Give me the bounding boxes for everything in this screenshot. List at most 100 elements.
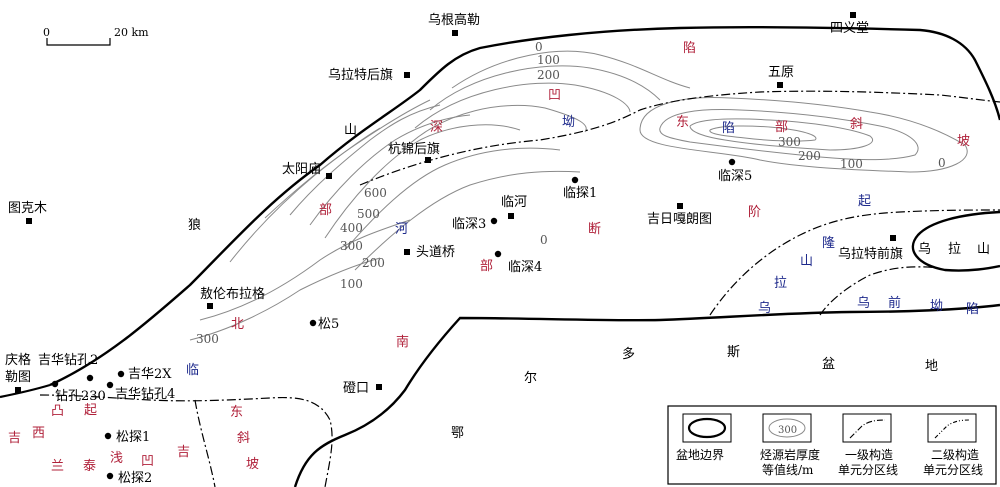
- well-zk230: 钻孔230: [55, 389, 106, 404]
- unit-char: 部: [480, 259, 493, 274]
- svg-text:200: 200: [537, 68, 560, 82]
- legend-contour-text2: 等值线/m: [762, 462, 814, 477]
- unit-char: 泰: [83, 459, 96, 474]
- unit-char: 山: [344, 123, 357, 138]
- unit-char: 多: [622, 346, 635, 362]
- unit-char: 凹: [548, 88, 561, 103]
- well-labels: 临探1 临深3 临深4 临深5 松5 吉华钻孔2 吉华2X 吉华钻孔4 钻孔23…: [38, 169, 752, 486]
- unit-char: 前: [888, 295, 901, 311]
- unit-char: 斯: [727, 345, 740, 360]
- basin-boundary-sw: [0, 383, 51, 399]
- unit-char: 坡: [957, 134, 970, 149]
- structural-unit-labels: 陷凹坳深东陷部斜坡山狼部河断部阶北临南起隆山拉乌乌拉山乌前坳陷多斯盆地尔鄂凸起西…: [8, 41, 990, 474]
- legend-first-order: 一级构造 单元分区线: [838, 413, 898, 477]
- unit-char: 南: [396, 334, 409, 350]
- basin-boundary-south: [911, 210, 1000, 272]
- svg-text:0: 0: [535, 40, 543, 54]
- unit-char: 阶: [748, 205, 761, 220]
- unit-char: 狼: [188, 218, 201, 233]
- thickness-contours: [189, 50, 968, 341]
- svg-text:100: 100: [537, 53, 560, 67]
- unit-char: 临: [186, 363, 199, 378]
- unit-char: 陷: [966, 302, 979, 317]
- svg-text:300: 300: [196, 332, 219, 346]
- svg-text:0: 0: [938, 156, 946, 170]
- place-wuyuan: 五原: [768, 65, 794, 80]
- legend-basin: 盆地边界: [676, 413, 732, 462]
- basin-boundary-inner: [293, 303, 1000, 487]
- place-siyi: 四义堂: [830, 21, 869, 36]
- unit-char: 浅: [110, 451, 123, 466]
- unit-char: 河: [395, 222, 408, 237]
- place-wugen: 乌根高勒: [428, 12, 480, 28]
- svg-text:100: 100: [840, 157, 863, 171]
- unit-char: 乌: [758, 300, 771, 316]
- unit-char: 地: [925, 359, 938, 374]
- well-songtan2: 松探2: [118, 471, 152, 486]
- unit-char: 陷: [722, 121, 735, 136]
- unit-char: 拉: [948, 242, 961, 257]
- unit-char: 断: [588, 222, 601, 237]
- unit-char: 山: [800, 254, 813, 269]
- svg-text:300: 300: [778, 135, 801, 149]
- structural-division-lines: [39, 90, 1000, 487]
- unit-char: 吉: [8, 431, 21, 446]
- scale-bar: 0 20 km: [43, 26, 149, 46]
- well-song5: 松5: [318, 317, 339, 332]
- unit-char: 坳: [562, 115, 575, 130]
- legend-second-order: 二级构造 单元分区线: [923, 413, 983, 477]
- unit-char: 部: [319, 203, 332, 218]
- unit-char: 吉: [177, 445, 190, 460]
- unit-char: 兰: [51, 459, 64, 474]
- well-jihua4: 吉华钻孔4: [115, 387, 175, 402]
- unit-char: 尔: [524, 371, 537, 386]
- well-jihua2x: 吉华2X: [128, 367, 172, 382]
- place-aolunbulage: 敖伦布拉格: [200, 286, 265, 302]
- unit-char: 盆: [822, 357, 835, 372]
- place-dengkou: 磴口: [343, 381, 369, 396]
- svg-text:400: 400: [340, 221, 363, 235]
- unit-char: 部: [775, 120, 788, 135]
- unit-char: 西: [32, 426, 45, 441]
- legend-contour: 300 烃源岩厚度 等值线/m: [760, 413, 820, 477]
- unit-char: 乌: [857, 295, 870, 311]
- place-linhe: 临河: [501, 195, 527, 210]
- legend: 盆地边界 300 烃源岩厚度 等值线/m 一级构造 单元分区线 二级构造 单元分…: [667, 405, 997, 485]
- well-linshen4: 临深4: [508, 260, 542, 275]
- scale-distance: 20 km: [114, 26, 149, 39]
- unit-char: 起: [858, 194, 871, 209]
- well-songtan1: 松探1: [116, 430, 150, 445]
- unit-char: 坳: [930, 299, 943, 314]
- town-labels: 乌根高勒 四义堂 乌拉特后旗 五原 杭锦后旗 太阳庙 图克木 临河 吉日嘎朗图 …: [5, 12, 903, 396]
- well-markers: [51, 158, 736, 480]
- well-linshen5: 临深5: [718, 169, 752, 184]
- unit-char: 陷: [683, 41, 696, 56]
- unit-char: 斜: [237, 431, 250, 446]
- unit-char: 北: [231, 317, 244, 332]
- unit-char: 凸: [51, 404, 64, 419]
- place-tukemu: 图克木: [8, 201, 47, 216]
- unit-char: 拉: [774, 276, 787, 291]
- unit-char: 山: [977, 242, 990, 257]
- svg-text:500: 500: [357, 207, 380, 221]
- place-taiyang: 太阳庙: [282, 162, 321, 177]
- svg-text:200: 200: [798, 149, 821, 163]
- legend-first-text2: 单元分区线: [838, 463, 898, 477]
- unit-char: 东: [230, 405, 243, 420]
- unit-char: 坡: [246, 457, 259, 472]
- unit-char: 隆: [822, 236, 835, 251]
- well-linshen3: 临深3: [452, 217, 486, 232]
- unit-char: 起: [84, 403, 97, 418]
- place-qinggele-1: 庆格: [5, 352, 31, 368]
- well-jihua2: 吉华钻孔2: [38, 353, 98, 368]
- svg-text:100: 100: [340, 277, 363, 291]
- unit-char: 深: [430, 120, 443, 135]
- place-hangjin: 杭锦后旗: [388, 141, 440, 157]
- place-qinggele-2: 勒图: [5, 370, 31, 385]
- unit-char: 鄂: [451, 426, 464, 441]
- well-linshen1: 临探1: [563, 186, 597, 201]
- unit-char: 东: [676, 115, 689, 130]
- legend-first-text1: 一级构造: [845, 447, 893, 462]
- place-wulate-hou: 乌拉特后旗: [328, 67, 393, 83]
